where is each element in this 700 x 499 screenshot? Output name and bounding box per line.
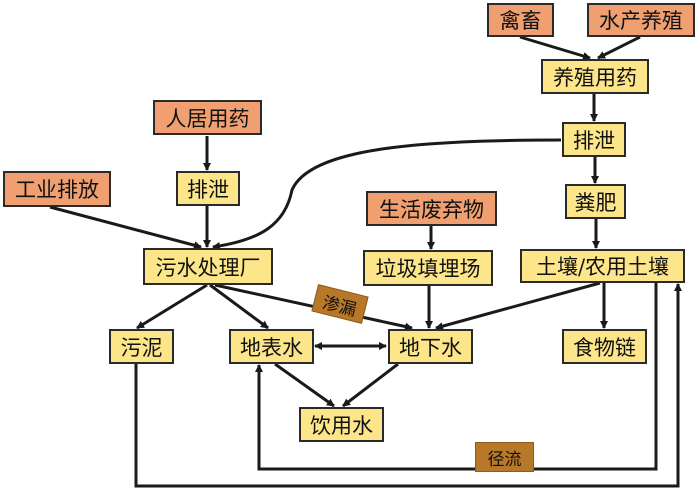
edge-livestock-to-breeding-drugs [519,35,591,60]
edge-excretion-right-to-sewage-plant [212,138,562,250]
tag-runoff-label: 径流 [487,449,522,470]
node-excretion-left: 排泄 [176,171,240,206]
node-domestic-waste-label: 生活废弃物 [379,197,484,222]
edge-groundwater-to-drinking-water [342,362,399,408]
node-residential-drugs-label: 人居用药 [165,106,250,131]
node-sludge-label: 污泥 [120,335,163,360]
edge-soil-to-groundwater [435,281,601,331]
edge-sewage-to-sludge [136,283,208,330]
node-soil: 土壤/农用土壤 [520,249,685,283]
tag-runoff: 径流 [475,442,534,472]
node-aquaculture: 水产养殖 [587,3,695,37]
node-manure-label: 粪肥 [574,190,617,215]
node-sewage-plant: 污水处理厂 [143,248,273,285]
node-landfill: 垃圾填埋场 [363,250,493,286]
node-industrial-discharge-label: 工业排放 [15,178,99,202]
node-sewage-plant-label: 污水处理厂 [155,255,261,280]
node-manure: 粪肥 [565,184,626,219]
node-sludge: 污泥 [109,329,174,364]
edge-sludge-to-soil [134,283,682,488]
edge-aquaculture-to-breeding-drugs [597,35,641,60]
node-groundwater-label: 地下水 [399,335,462,360]
node-surface-water: 地表水 [229,329,314,364]
node-food-chain-label: 食物链 [573,335,636,360]
node-aquaculture-label: 水产养殖 [599,9,683,33]
node-excretion-right: 排泄 [562,122,626,157]
edge-industrial-to-sewage-plant [49,205,202,250]
edge-surface-to-drinking-water [274,362,335,408]
node-industrial-discharge: 工业排放 [3,171,111,207]
node-breeding-drugs: 养殖用药 [541,59,649,94]
node-drinking-water-label: 饮用水 [310,413,373,438]
node-domestic-waste: 生活废弃物 [366,191,497,226]
node-excretion-left-label: 排泄 [187,177,229,202]
node-excretion-right-label: 排泄 [573,128,615,153]
node-drinking-water: 饮用水 [299,407,384,442]
node-residential-drugs: 人居用药 [153,100,262,135]
node-food-chain: 食物链 [562,329,647,364]
edge-soil-runoff-to-surface-water [255,283,658,471]
node-groundwater: 地下水 [388,329,473,364]
node-breeding-drugs-label: 养殖用药 [553,65,637,90]
node-surface-water-label: 地表水 [240,335,303,360]
node-livestock: 禽畜 [487,3,554,37]
node-livestock-label: 禽畜 [499,9,542,33]
node-soil-label: 土壤/农用土壤 [535,255,670,279]
edge-sewage-to-surface-water [209,283,269,330]
node-landfill-label: 垃圾填埋场 [375,257,481,281]
